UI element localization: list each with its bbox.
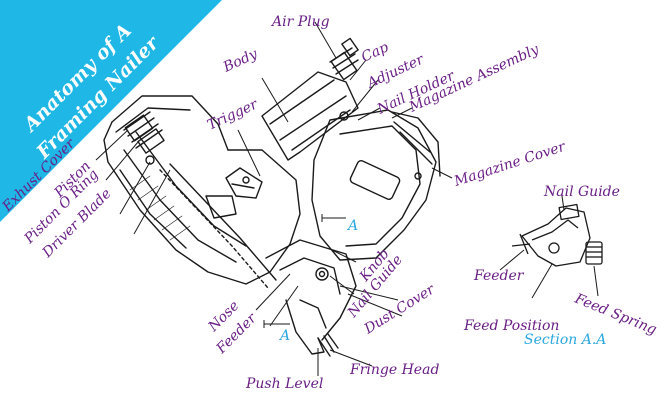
- label-air-plug: Air Plug: [270, 14, 330, 30]
- driver-channel: [159, 169, 269, 289]
- push-lever: [285, 299, 325, 355]
- piston-stack: [123, 111, 165, 165]
- leader-lines: [95, 21, 599, 376]
- section-marker-lower-label: A: [278, 328, 290, 344]
- label-section-nail-guide: Nail Guide: [543, 184, 620, 200]
- label-fringe-head: Fringe Head: [349, 362, 439, 378]
- label-magazine-cover: Magazine Cover: [451, 138, 568, 190]
- label-body: Body: [220, 46, 261, 76]
- air-plug-fitting: [329, 37, 359, 81]
- section-marker-upper: [321, 214, 346, 222]
- nose-assembly: [265, 239, 357, 341]
- handle-body: [261, 71, 359, 161]
- nailer-drawing: [103, 37, 441, 357]
- trigger-assembly: [205, 167, 263, 219]
- section-aa-drawing: [511, 203, 603, 267]
- cylinder-cap: [111, 95, 229, 151]
- section-caption: Section A.A: [524, 332, 606, 348]
- label-cap: Cap: [359, 39, 391, 65]
- main-housing: [103, 121, 301, 285]
- feed-spring-coil: [585, 241, 603, 265]
- section-marker-lower: [263, 320, 290, 328]
- magazine-frame: [311, 109, 437, 261]
- shading-hatch: [129, 175, 191, 241]
- label-trigger: Trigger: [205, 96, 261, 134]
- title-banner: [0, 0, 222, 222]
- magazine-window: [349, 160, 401, 200]
- label-feed-position: Feed Position: [463, 318, 559, 334]
- section-marker-upper-label: A: [346, 218, 358, 234]
- label-push-level: Push Level: [245, 376, 323, 392]
- label-section-feeder: Feeder: [473, 268, 525, 284]
